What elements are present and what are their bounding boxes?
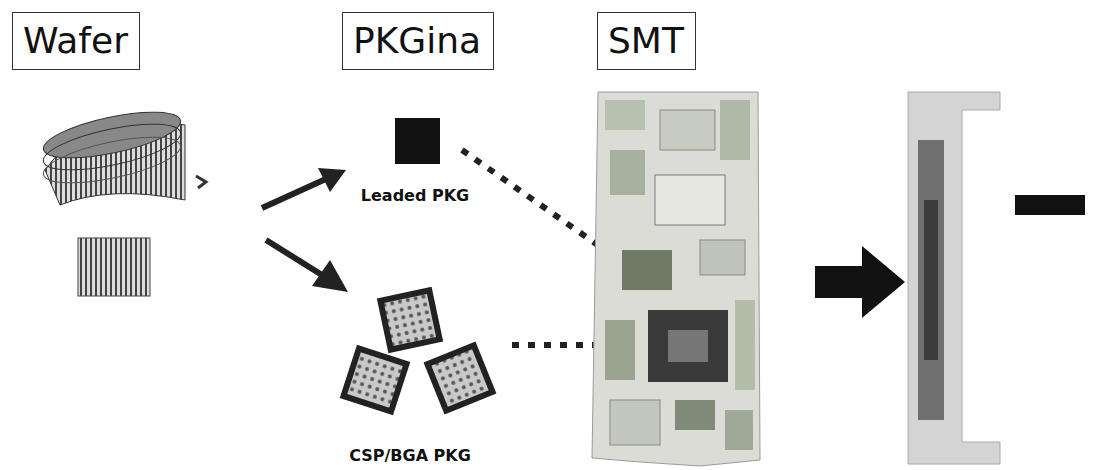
stage-title: Wafer — [23, 23, 129, 59]
end-product — [908, 92, 1085, 464]
leaded-package — [395, 118, 440, 164]
process-arrow — [262, 168, 348, 292]
stage-title: PKGina — [353, 23, 483, 59]
stage-box: SMT — [597, 12, 696, 70]
bga-packages — [340, 287, 497, 415]
package-label: CSP/BGA PKG — [349, 446, 471, 465]
process-arrow — [815, 246, 905, 318]
package-label: Leaded PKG — [361, 186, 469, 205]
circuit-board — [592, 92, 760, 466]
stage-title: SMT — [608, 23, 685, 59]
stage-box: Wafer — [12, 12, 140, 70]
wafer-picture — [40, 103, 206, 296]
stage-box: PKGina — [342, 12, 494, 70]
